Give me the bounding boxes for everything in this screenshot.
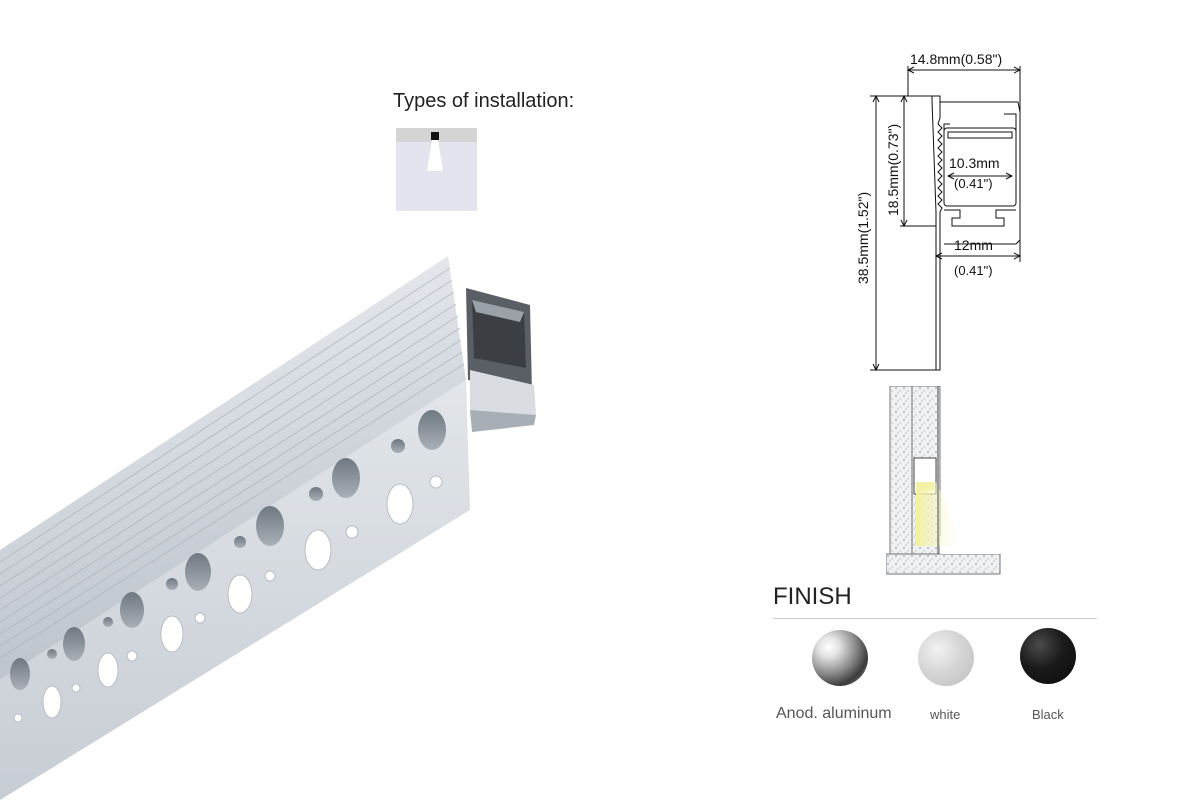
installation-title: Types of installation: bbox=[393, 90, 575, 112]
dim-inner-height: 18.5mm(0.73") bbox=[885, 124, 901, 216]
finish-swatch-black[interactable] bbox=[1020, 628, 1076, 684]
finish-label-anodized-aluminum: Anod. aluminum bbox=[776, 705, 892, 722]
dim-base-width-in: (0.41") bbox=[954, 263, 993, 278]
finish-label-white: white bbox=[930, 707, 961, 722]
dim-total-height: 38.5mm(1.52") bbox=[855, 192, 871, 284]
dim-channel-width-in: (0.41") bbox=[954, 176, 993, 191]
recessed-installation-icon bbox=[396, 128, 477, 211]
dim-total-width: 14.8mm(0.58") bbox=[910, 51, 1002, 67]
finish-divider bbox=[773, 618, 1097, 619]
finish-label-black: Black bbox=[1032, 707, 1064, 722]
dim-base-width-mm: 12mm bbox=[954, 237, 993, 253]
aluminum-profile-render bbox=[0, 250, 560, 800]
finish-title: FINISH bbox=[773, 583, 852, 610]
dim-channel-width-mm: 10.3mm bbox=[949, 155, 1000, 171]
profile-cross-section-drawing: 14.8mm(0.58") 38.5mm(1.52") 18.5mm(0.73"… bbox=[840, 40, 1040, 380]
wall-section-view bbox=[885, 385, 1002, 578]
finish-swatch-anodized-aluminum[interactable] bbox=[812, 630, 868, 686]
finish-swatch-white[interactable] bbox=[918, 630, 974, 686]
